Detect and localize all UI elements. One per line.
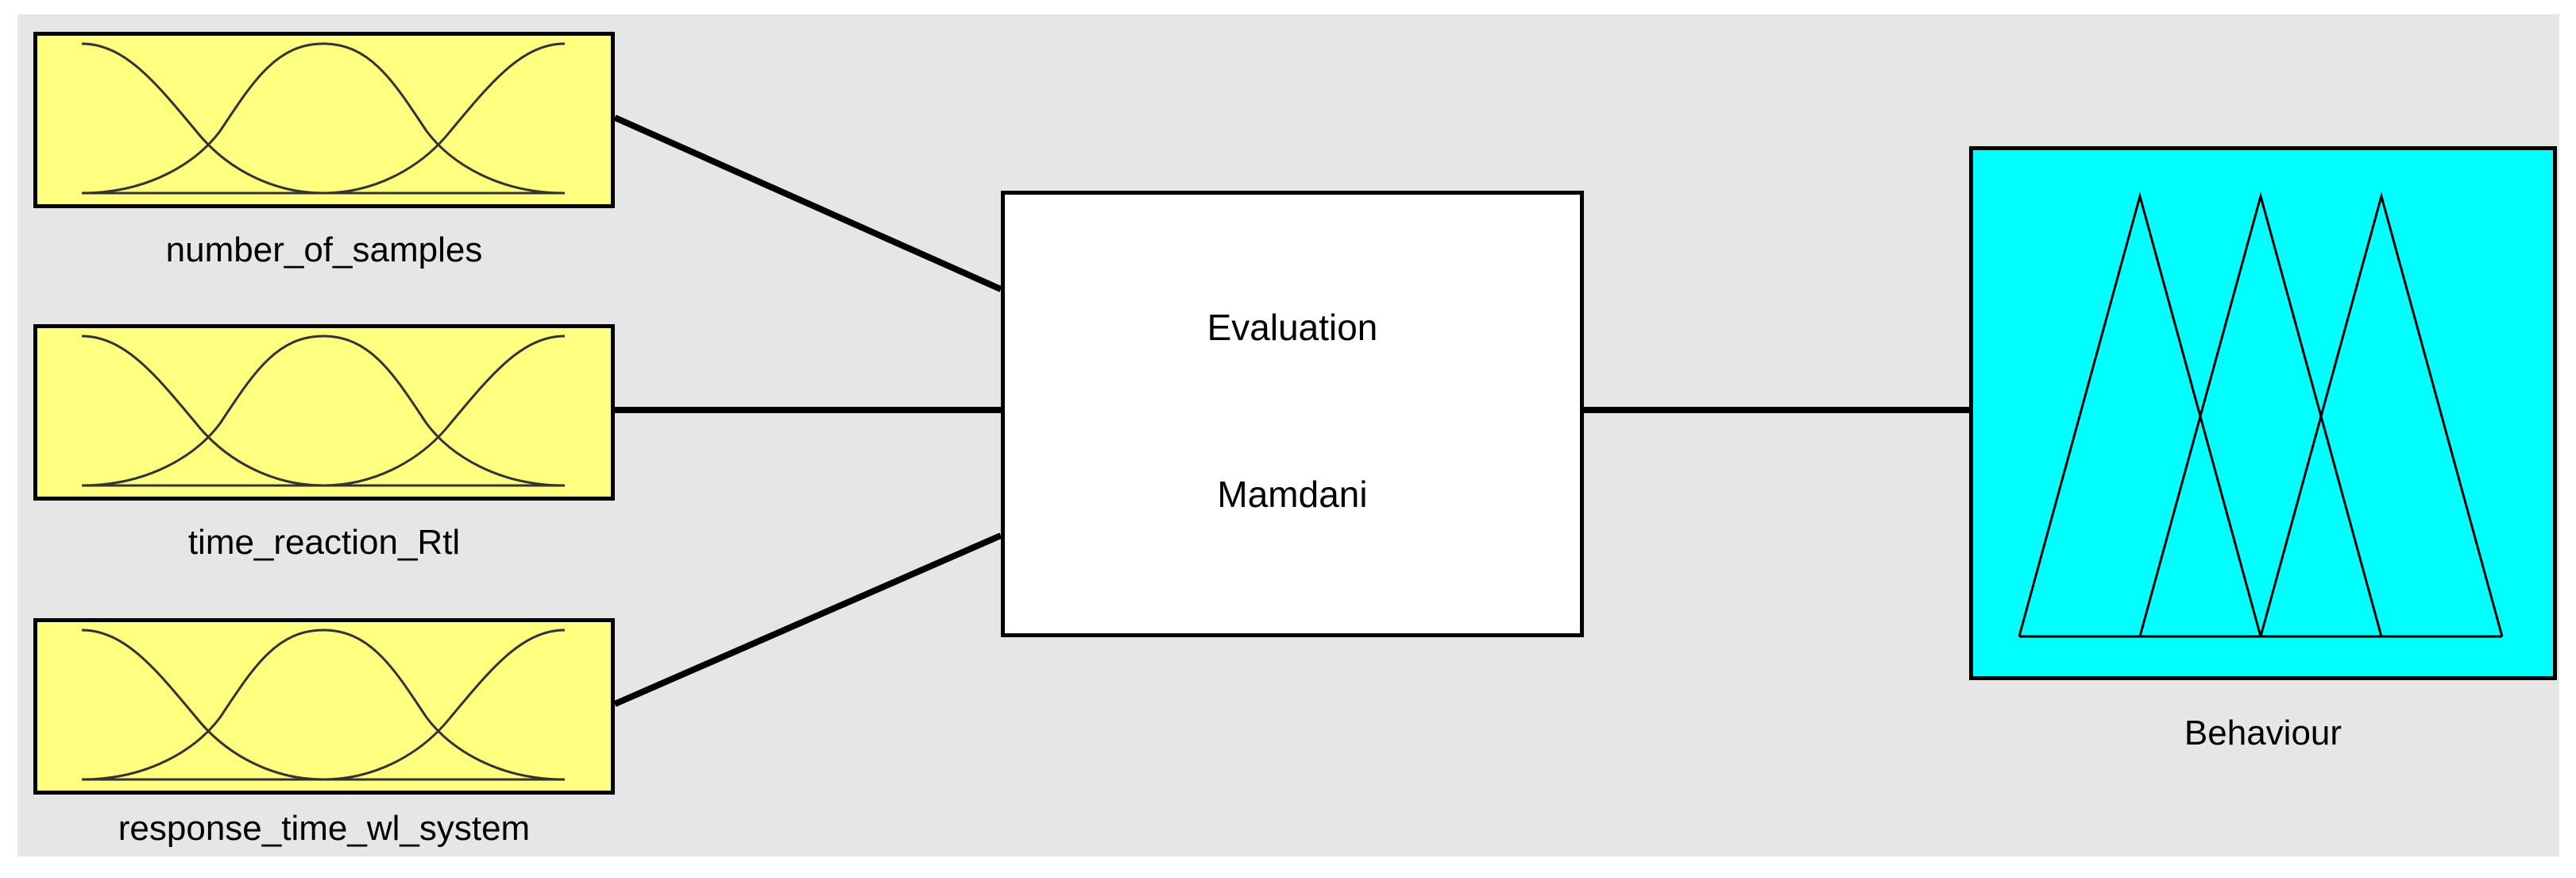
input-label-2: time_reaction_Rtl — [187, 523, 461, 562]
engine-method: Mamdani — [1217, 474, 1368, 515]
engine-name: Evaluation — [1207, 307, 1378, 348]
output-label: Behaviour — [2184, 714, 2342, 752]
connection-lines — [613, 114, 1969, 707]
inference-engine-box[interactable]: Evaluation Mamdani — [1001, 191, 1584, 637]
input-label-3: response_time_wl_system — [118, 809, 531, 848]
input-label-1: number_of_samples — [165, 230, 483, 269]
fis-editor-canvas: number_of_samples time_reaction_Rtl resp… — [17, 14, 2559, 857]
gaussian-membership-icon — [81, 335, 566, 487]
gaussian-membership-icon — [81, 629, 566, 781]
gaussian-membership-icon — [81, 42, 566, 195]
triangular-membership-icon — [2018, 191, 2504, 638]
link-input1-engine — [613, 114, 1002, 292]
input-variable-box-2[interactable] — [33, 324, 615, 501]
input-variable-box-3[interactable] — [33, 618, 615, 795]
output-variable-box[interactable] — [1969, 146, 2557, 680]
link-input3-engine — [613, 532, 1002, 707]
input-variable-box-1[interactable] — [33, 32, 615, 208]
